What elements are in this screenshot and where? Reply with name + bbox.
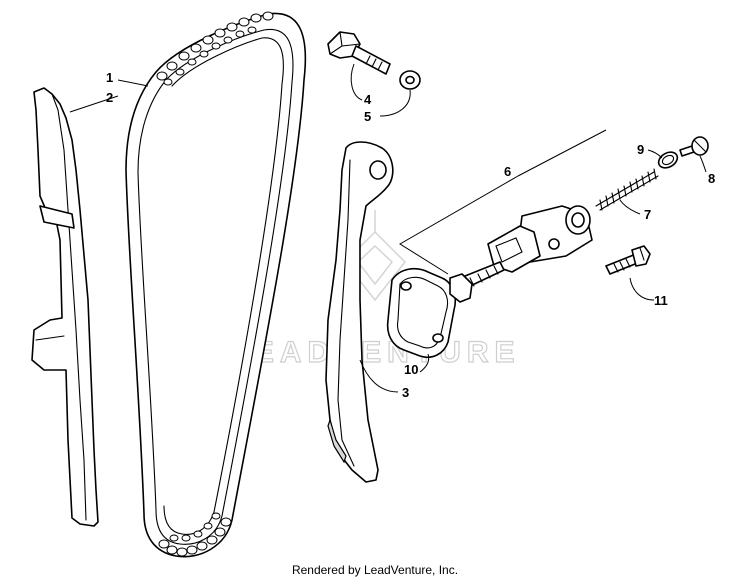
- callout-7: 7: [644, 207, 651, 222]
- footer-credit: Rendered by LeadVenture, Inc.: [291, 563, 459, 577]
- o-ring[interactable]: [656, 149, 680, 171]
- callout-1: 1: [106, 70, 113, 85]
- callout-8: 8: [708, 171, 715, 186]
- gasket[interactable]: [386, 267, 457, 358]
- pivot-bolt[interactable]: [327, 31, 391, 75]
- chain-guide-left[interactable]: [31, 87, 99, 527]
- chain-links-bottom: [158, 512, 232, 557]
- tensioner-spring[interactable]: [595, 168, 659, 211]
- callout-9: 9: [637, 142, 644, 157]
- chain-guide-right[interactable]: [325, 141, 394, 483]
- timing-chain[interactable]: [125, 11, 307, 558]
- chain-links-top: [156, 11, 274, 86]
- leader-lines: [69, 63, 707, 393]
- mounting-bolt[interactable]: [605, 245, 651, 275]
- watermark-logo-icon: [343, 210, 407, 302]
- callout-6: 6: [504, 164, 511, 179]
- callout-5: 5: [364, 109, 371, 124]
- callout-2: 2: [106, 90, 113, 105]
- washer[interactable]: [399, 70, 421, 90]
- callouts: 1 2 3 4 5 6 7 8 9 10 11: [106, 70, 715, 400]
- callout-3: 3: [402, 385, 409, 400]
- callout-11: 11: [654, 293, 668, 308]
- callout-4: 4: [364, 92, 372, 107]
- cap-bolt[interactable]: [679, 136, 709, 157]
- watermark-text: LEADVENTURE: [229, 336, 520, 369]
- watermark: LEADVENTURE: [229, 210, 520, 370]
- callout-10: 10: [404, 362, 418, 377]
- chain-tensioner[interactable]: [449, 205, 593, 303]
